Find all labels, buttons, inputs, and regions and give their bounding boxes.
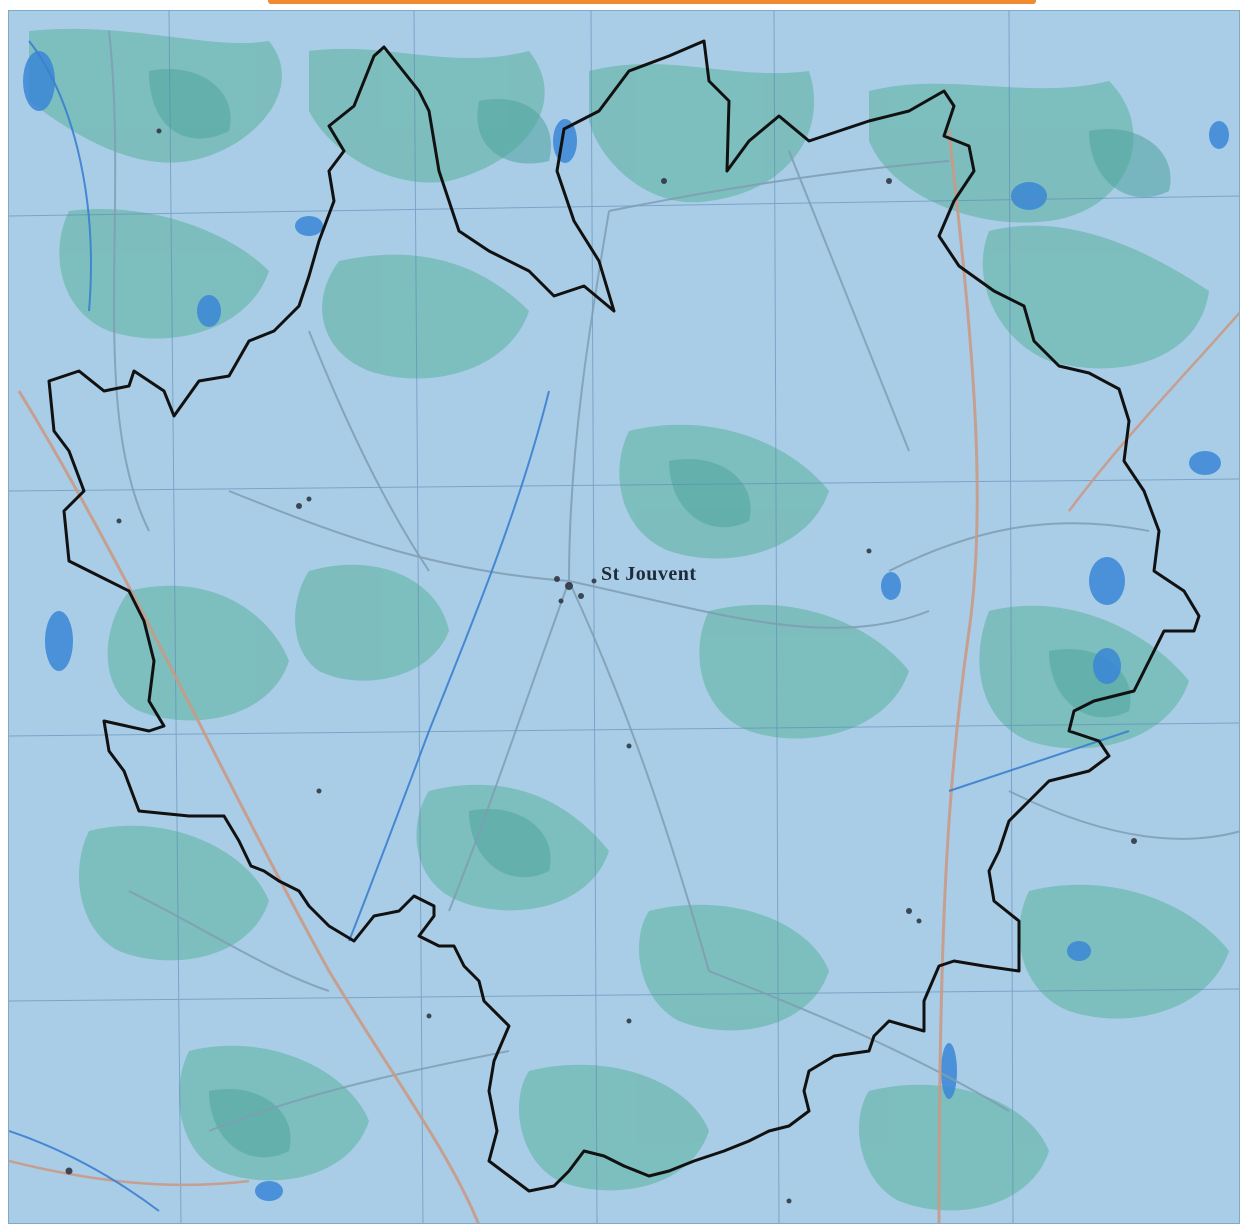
forest-patch — [589, 63, 815, 203]
forest-patch — [107, 585, 289, 721]
topographic-map[interactable] — [9, 11, 1240, 1224]
forest-patch — [309, 48, 545, 183]
forest-patch-dark — [209, 1089, 291, 1158]
main-road-layer — [9, 130, 1239, 1223]
river-layer — [9, 40, 1130, 1212]
lake — [295, 216, 323, 236]
grid-layer — [9, 11, 1239, 1223]
forest-patch — [859, 1084, 1049, 1211]
lake — [1011, 182, 1047, 210]
lake-layer — [23, 51, 1229, 1201]
forest-patch — [79, 825, 269, 961]
forest-patch-dark — [669, 459, 751, 528]
lake — [197, 295, 221, 327]
lake — [1209, 121, 1229, 149]
lake — [1067, 941, 1091, 961]
forest-patch — [519, 1064, 709, 1191]
forest-patch — [869, 81, 1134, 223]
forest-patch — [982, 225, 1209, 369]
lake — [1089, 557, 1125, 605]
forest-patch — [295, 564, 449, 681]
forest-patch-dark — [1089, 129, 1171, 198]
forest-patch — [699, 604, 909, 739]
settlement-layer — [65, 128, 1137, 1204]
forest-dark-layer — [149, 69, 1171, 1158]
lake — [255, 1181, 283, 1201]
lake — [881, 572, 901, 600]
lake — [1189, 451, 1221, 475]
forest-patch-dark — [477, 99, 551, 164]
map-frame[interactable]: St Jouvent — [8, 10, 1240, 1224]
lake — [1093, 648, 1121, 684]
lake — [23, 51, 55, 111]
forest-patch — [639, 904, 829, 1031]
commune-boundary[interactable] — [47, 39, 1201, 1193]
forest-patch — [1019, 884, 1229, 1019]
forest-patch-dark — [469, 809, 551, 878]
top-accent-bar — [268, 0, 1036, 4]
lake — [45, 611, 73, 671]
forest-patch — [322, 254, 529, 379]
minor-road-layer — [108, 30, 1239, 1132]
lake — [941, 1043, 957, 1099]
